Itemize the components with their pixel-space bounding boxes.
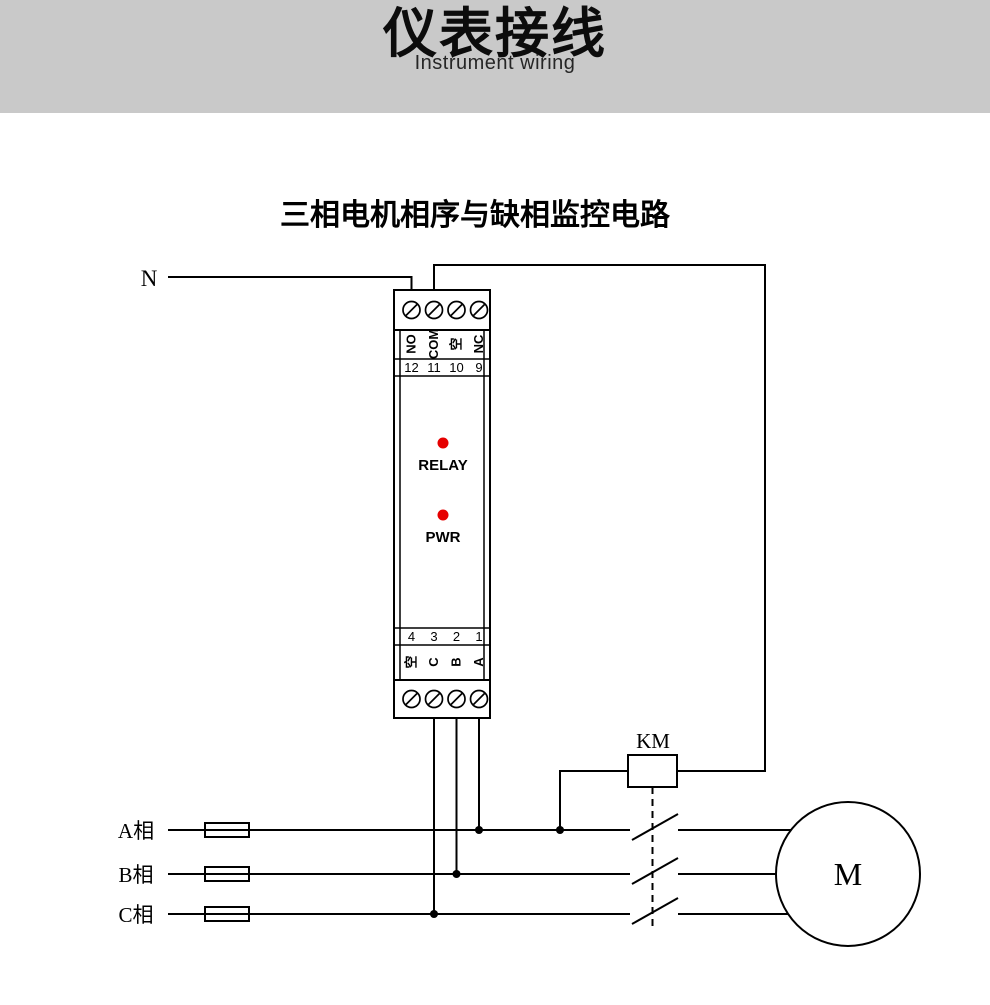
module-body bbox=[393, 329, 491, 681]
junction-dot bbox=[475, 826, 483, 834]
page-title: 仪表接线 bbox=[383, 4, 607, 64]
terminal-number-9: 9 bbox=[475, 360, 482, 375]
neutral-label: N bbox=[141, 266, 158, 291]
phase-b-label: B相 bbox=[118, 863, 153, 887]
terminal-screw bbox=[424, 689, 444, 709]
contact-blade-phase-c bbox=[631, 897, 679, 925]
terminal-screw bbox=[447, 689, 466, 709]
terminal-number-11: 11 bbox=[427, 360, 441, 375]
terminal-number-10: 10 bbox=[449, 360, 463, 375]
wiring-diagram: 三相电机相序与缺相监控电路 N A相 B相 C相 KM M bbox=[118, 198, 921, 947]
contactor-label: KM bbox=[636, 729, 670, 753]
terminal-number-12: 12 bbox=[404, 360, 418, 375]
terminal-number-3: 3 bbox=[430, 629, 437, 644]
terminal-name-nc: NC bbox=[471, 334, 486, 353]
junction-dot bbox=[430, 910, 438, 918]
terminal-name-b: B bbox=[449, 657, 464, 666]
page-subtitle: Instrument wiring bbox=[414, 51, 576, 74]
terminal-name-spare-top: 空 bbox=[449, 337, 464, 350]
relay-output-wire bbox=[433, 264, 766, 772]
neutral-wire bbox=[168, 276, 413, 290]
terminal-screw bbox=[402, 300, 421, 320]
terminal-screw bbox=[402, 689, 421, 709]
fuse-phase-a-icon bbox=[204, 822, 250, 838]
terminal-number-1: 1 bbox=[475, 629, 482, 644]
terminal-name-a: A bbox=[471, 657, 486, 667]
power-led-icon bbox=[437, 509, 449, 521]
coil-to-phase-a-wire bbox=[559, 770, 628, 830]
contact-blade-phase-b bbox=[631, 857, 679, 885]
terminal-name-com: COM bbox=[426, 329, 441, 359]
contact-blade-phase-a bbox=[631, 813, 679, 841]
relay-module: NO COM 空 NC 12 11 10 9 RELAY PWR 4 3 2 1… bbox=[393, 289, 491, 719]
power-led-label: PWR bbox=[426, 529, 461, 546]
terminal-screw bbox=[447, 300, 466, 320]
terminal-name-spare-bottom: 空 bbox=[404, 655, 419, 668]
contactor-coil bbox=[627, 754, 678, 788]
terminal-screw bbox=[469, 300, 489, 320]
motor-circle bbox=[775, 801, 921, 947]
terminal-screw bbox=[424, 300, 444, 320]
terminal-screw bbox=[469, 689, 489, 709]
fuse-phase-c-icon bbox=[204, 906, 250, 922]
terminal-name-no: NO bbox=[404, 334, 419, 354]
junction-dot bbox=[452, 870, 461, 878]
phase-c-label: C相 bbox=[118, 903, 153, 927]
junction-dot bbox=[556, 826, 564, 834]
relay-led-label: RELAY bbox=[418, 457, 467, 474]
terminal-number-2: 2 bbox=[453, 629, 460, 644]
fuse-phase-b-icon bbox=[204, 866, 250, 882]
header-banner: 仪表接线 Instrument wiring bbox=[0, 0, 990, 113]
relay-led-icon bbox=[437, 437, 449, 449]
terminal-number-4: 4 bbox=[408, 629, 415, 644]
diagram-title: 三相电机相序与缺相监控电路 bbox=[280, 198, 671, 232]
phase-a-label: A相 bbox=[118, 819, 154, 843]
motor-label: M bbox=[834, 856, 862, 892]
terminal-name-c: C bbox=[426, 657, 441, 667]
